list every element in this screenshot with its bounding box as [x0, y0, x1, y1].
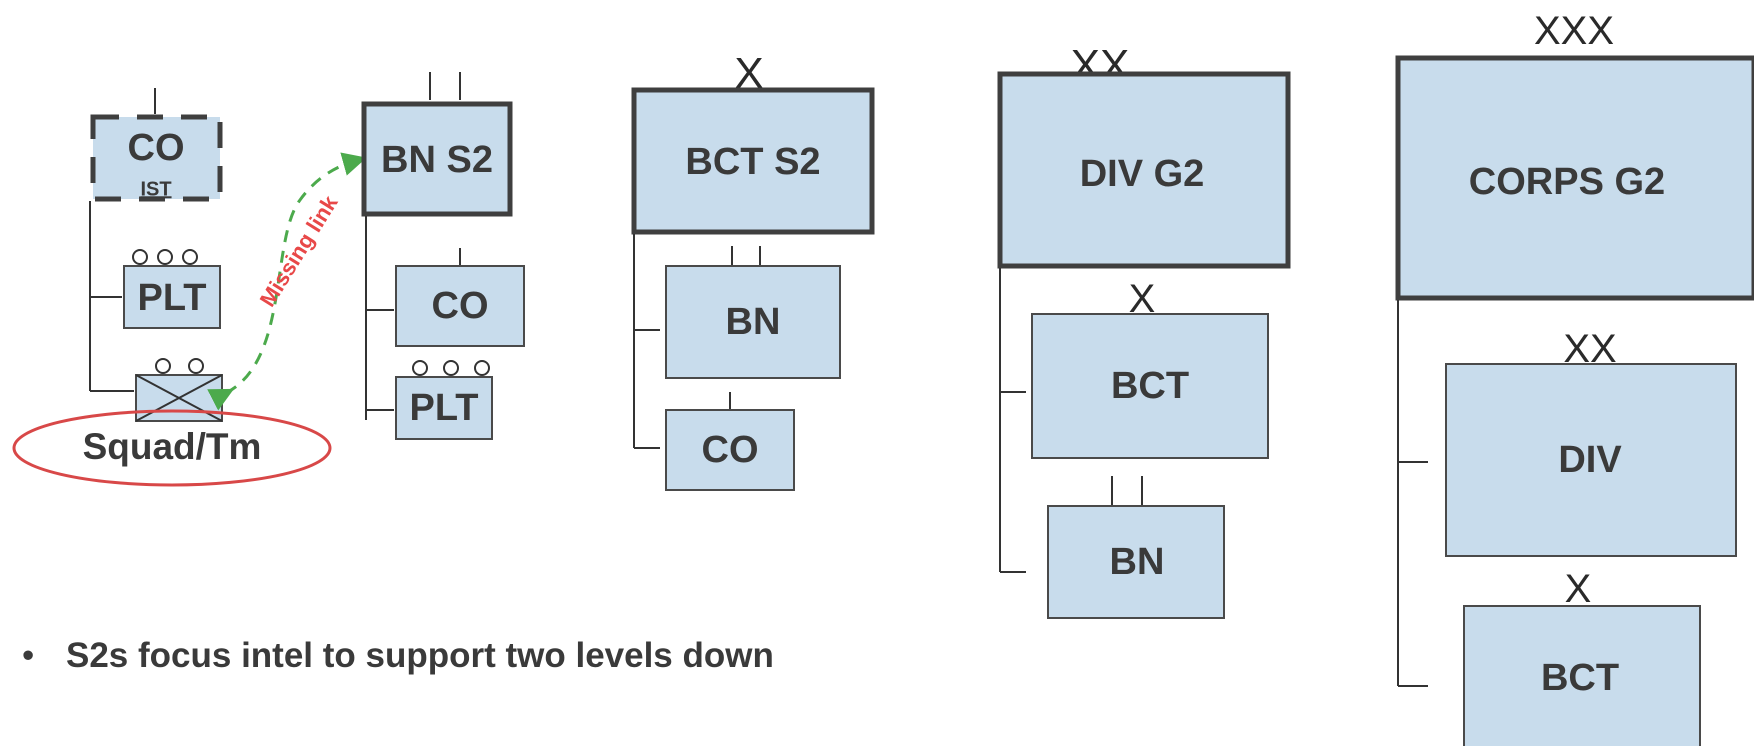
corps-bct-box: [1463, 605, 1701, 746]
bn-s2-label: BN S2: [381, 139, 493, 181]
bct-bn-box: [665, 265, 841, 379]
column-corps: XXX CORPS G2 XX DIV X BCT: [1395, 9, 1754, 746]
corps-echelon-symbol: XXX: [1534, 9, 1614, 53]
bct-s2-label: BCT S2: [685, 141, 820, 183]
bct-co-box: [665, 409, 795, 491]
bn-plt-box: [395, 376, 493, 440]
co-ist-box: [90, 114, 223, 202]
ist-label: IST: [140, 178, 171, 200]
div-g2-box: [997, 71, 1291, 269]
corps-bct-label: BCT: [1541, 657, 1619, 699]
missing-link-arrow: [207, 152, 367, 411]
div-g2-label: DIV G2: [1080, 153, 1205, 195]
plt-echelon-dot: [182, 249, 198, 265]
div-bct-box: [1031, 313, 1269, 459]
corps-div-box: [1445, 363, 1737, 557]
corps-g2-box: [1395, 55, 1754, 301]
div-bn-label: BN: [1110, 541, 1165, 583]
plt-echelon-dot: [412, 360, 428, 376]
plt-echelon-dot: [443, 360, 459, 376]
bct-s2-box: [631, 87, 875, 235]
plt-echelon-dot: [157, 249, 173, 265]
plt-label: PLT: [138, 277, 207, 319]
column-division: XX DIV G2 X BCT BN: [997, 41, 1291, 619]
bullet-symbol: •: [22, 636, 35, 675]
corps-g2-label: CORPS G2: [1469, 161, 1665, 203]
bullet-text: S2s focus intel to support two levels do…: [66, 636, 774, 675]
bct-co-label: CO: [702, 429, 759, 471]
bn-s2-box: [361, 101, 513, 217]
div-bn-box: [1047, 505, 1225, 619]
plt-echelon-dot: [132, 249, 148, 265]
div-bct-label: BCT: [1111, 365, 1189, 407]
corps-bct-echelon-symbol: X: [1565, 567, 1592, 611]
squad-highlight-oval: [12, 409, 332, 487]
column-battalion: BN S2 CO PLT: [361, 72, 525, 440]
squad-echelon-dot: [188, 358, 204, 374]
column-brigade: X BCT S2 BN CO: [631, 49, 875, 491]
co-label: CO: [128, 127, 185, 169]
bn-co-box: [395, 265, 525, 347]
squad-label: Squad/Tm: [83, 426, 262, 467]
bn-plt-label: PLT: [410, 387, 479, 429]
squad-echelon-dot: [155, 358, 171, 374]
bct-bn-label: BN: [726, 301, 781, 343]
bn-co-label: CO: [432, 285, 489, 327]
bullet-point: • S2s focus intel to support two levels d…: [22, 636, 774, 676]
missing-link-connector: Missing link: [207, 152, 367, 411]
corps-div-label: DIV: [1558, 439, 1622, 481]
missing-link-label: Missing link: [255, 190, 343, 311]
plt-echelon-dot: [474, 360, 490, 376]
